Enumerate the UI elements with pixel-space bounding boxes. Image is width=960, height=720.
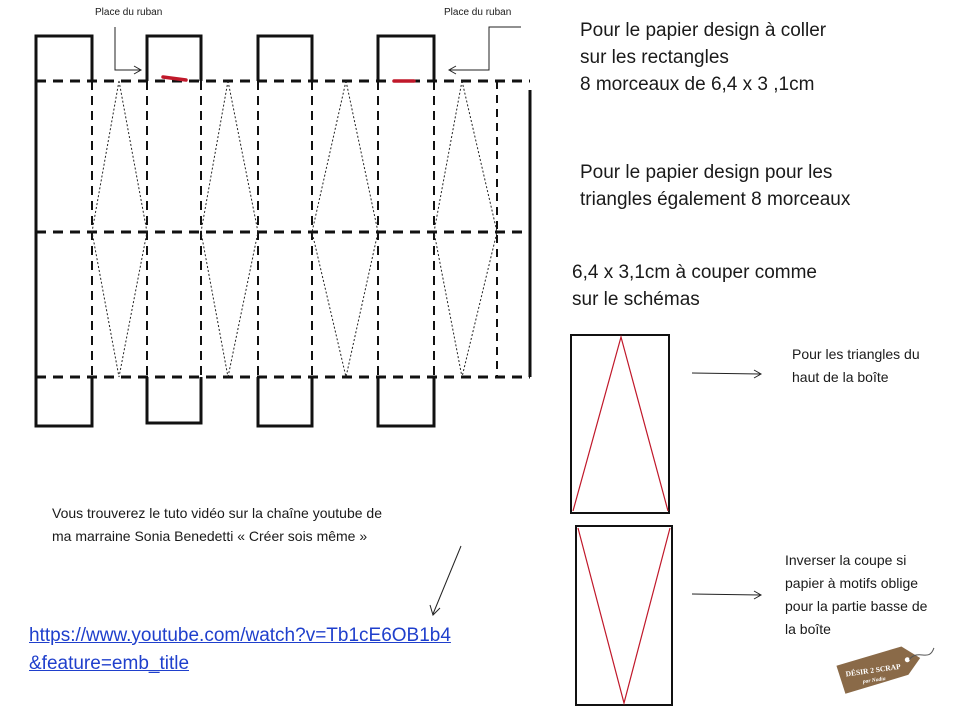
tutorial-line: Vous trouverez le tuto vidéo sur la chaî… [52,505,382,521]
note-top-triangles: Pour les triangles du haut de la boîte [792,343,920,389]
note-line: haut de la boîte [792,369,889,385]
note-line: Pour les triangles du [792,346,920,362]
fold-lines-vertical [91,81,435,377]
ribbon-mark-left [161,75,188,82]
sample-rectangle-top [570,334,670,514]
outer-sides [34,81,532,377]
instruction-line: sur les rectangles [580,47,729,68]
link-line[interactable]: https://www.youtube.com/watch?v=Tb1cE6OB… [29,625,451,646]
tutorial-line: ma marraine Sonia Benedetti « Créer sois… [52,528,368,544]
arrow-note-top [691,372,761,375]
instructions-triangles: Pour le papier design pour les triangles… [580,159,850,213]
tab-top-4 [376,34,436,81]
ribbon-markers [161,75,416,83]
ribbon-label-left: Place du ruban [95,7,163,18]
tab-top-1 [34,34,94,81]
youtube-link[interactable]: https://www.youtube.com/watch?v=Tb1cE6OB… [29,622,451,678]
note-line: pour la partie basse de [785,598,928,614]
link-line[interactable]: &feature=emb_title [29,653,190,674]
instructions-cut: 6,4 x 3,1cm à couper comme sur le schéma… [572,259,817,313]
note-line: Inverser la coupe si [785,552,907,568]
instruction-line: triangles également 8 morceaux [580,189,851,210]
arrow-note-bottom [691,593,761,596]
tab-top-3 [256,34,314,81]
sample-rectangle-bottom [575,525,673,706]
ribbon-arrow-right [450,26,521,71]
instruction-line: 6,4 x 3,1cm à couper comme [572,262,817,283]
instruction-line: Pour le papier design à coller [580,20,827,41]
instruction-line: sur le schémas [572,289,700,310]
note-arrows [691,369,763,600]
ribbon-arrows [114,26,521,75]
brand-logo: DÉSIR 2 SCRAP par Nadia [836,646,935,694]
instructions-rectangles: Pour le papier design à coller sur les r… [580,17,826,98]
instruction-line: 8 morceaux de 6,4 x 3 ,1cm [580,74,815,95]
note-line: la boîte [785,621,831,637]
note-invert-cut: Inverser la coupe si papier à motifs obl… [785,549,927,641]
tutorial-arrow [429,545,462,616]
tab-bottom-1 [34,377,94,428]
note-line: papier à motifs oblige [785,575,919,591]
tabs [34,34,436,428]
ribbon-arrow-left [114,27,140,71]
tab-top-2 [145,34,203,81]
tab-bottom-3 [256,377,314,428]
tab-bottom-2 [145,377,203,425]
fold-lines-horizontal [36,79,530,379]
logo-line2: par Nadia [862,676,887,685]
ribbon-label-right: Place du ruban [444,7,512,18]
triangle-folds [91,80,498,378]
tab-bottom-4 [376,377,436,428]
instruction-line: Pour le papier design pour les [580,162,833,183]
tutorial-text: Vous trouverez le tuto vidéo sur la chaî… [52,502,382,548]
